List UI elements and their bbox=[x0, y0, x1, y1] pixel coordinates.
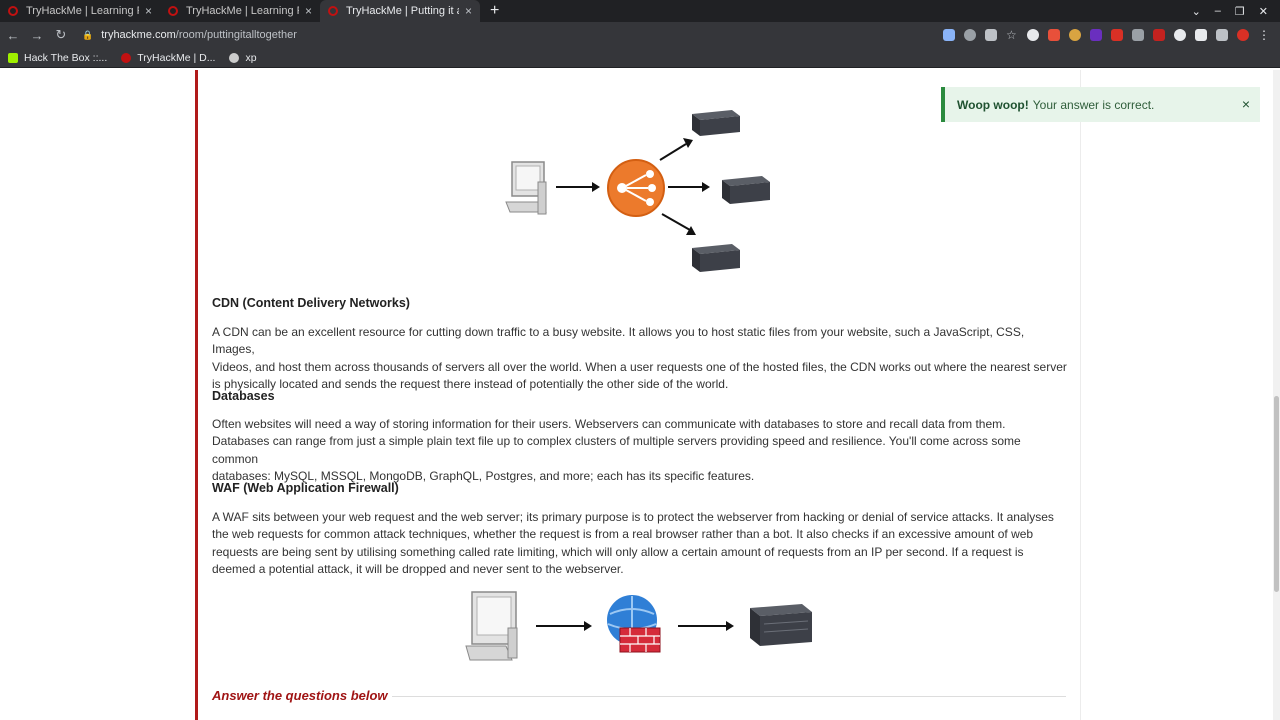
server-icon bbox=[750, 604, 812, 646]
address-bar[interactable]: 🔒 tryhackme.com /room/puttingitalltogeth… bbox=[82, 24, 902, 46]
paragraph-cdn: A CDN can be an excellent resource for c… bbox=[212, 324, 1068, 394]
task-accent-border bbox=[195, 70, 198, 720]
page-viewport: CDN (Content Delivery Networks) A CDN ca… bbox=[0, 70, 1280, 720]
reading-list-icon[interactable] bbox=[1216, 29, 1228, 41]
account-avatar-icon[interactable] bbox=[1237, 29, 1249, 41]
text-line: the web requests for common attack techn… bbox=[212, 527, 1034, 542]
bookmark-hackthebox[interactable]: Hack The Box ::... bbox=[8, 52, 107, 64]
server-icon bbox=[722, 176, 770, 204]
paragraph-waf: A WAF sits between your web request and … bbox=[212, 509, 1068, 579]
arrow-icon bbox=[661, 213, 696, 235]
client-computer-icon bbox=[465, 591, 518, 661]
client-computer-icon bbox=[505, 161, 547, 215]
tab-close-icon[interactable]: × bbox=[464, 4, 472, 18]
tryhackme-favicon-icon bbox=[328, 6, 338, 16]
bookmark-tryhackme[interactable]: TryHackMe | D... bbox=[121, 52, 215, 64]
bookmark-label: TryHackMe | D... bbox=[137, 51, 216, 64]
tab-title: TryHackMe | Learning Pat bbox=[186, 5, 299, 17]
url-path: /room/puttingitalltogether bbox=[175, 29, 297, 41]
text-line: Databases can range from just a simple p… bbox=[212, 434, 1021, 466]
tab-search-chevron-icon[interactable]: ⌄ bbox=[1191, 5, 1201, 18]
paragraph-databases: Often websites will need a way of storin… bbox=[212, 416, 1068, 486]
toast-close-icon[interactable]: × bbox=[1241, 96, 1250, 112]
browser-tab-2[interactable]: TryHackMe | Learning Pat × bbox=[160, 0, 320, 22]
tab-close-icon[interactable]: × bbox=[144, 4, 152, 18]
bookmark-xp[interactable]: xp bbox=[229, 51, 257, 64]
waf-diagram bbox=[465, 591, 812, 661]
extension-ublock-icon[interactable] bbox=[1153, 29, 1165, 41]
tab-title: TryHackMe | Learning Pat bbox=[26, 5, 139, 17]
bookmark-label: xp bbox=[245, 51, 257, 64]
load-balancer-diagram bbox=[505, 110, 770, 272]
settings-gear-icon[interactable] bbox=[1027, 29, 1039, 41]
text-line: is physically located and sends the requ… bbox=[212, 377, 729, 392]
web-application-firewall-icon bbox=[607, 595, 661, 653]
browser-tab-1[interactable]: TryHackMe | Learning Pat × bbox=[0, 0, 160, 22]
translate-icon[interactable] bbox=[943, 29, 955, 41]
text-line: deemed a potential attack, it will be dr… bbox=[212, 562, 624, 577]
toast-strong-text: Woop woop! bbox=[957, 97, 1029, 112]
new-tab-button[interactable]: + bbox=[490, 2, 500, 19]
text-line: Often websites will need a way of storin… bbox=[212, 417, 1006, 431]
content-right-divider bbox=[1080, 70, 1081, 720]
tryhackme-favicon-icon bbox=[8, 6, 18, 16]
tab-close-icon[interactable]: × bbox=[304, 4, 312, 18]
text-line: databases: MySQL, MSSQL, MongoDB, GraphQ… bbox=[212, 469, 755, 484]
hackthebox-cube-icon bbox=[8, 52, 18, 63]
section-title-cdn: CDN (Content Delivery Networks) bbox=[212, 296, 410, 310]
send-icon[interactable] bbox=[985, 29, 997, 41]
extension-gray-icon[interactable] bbox=[1132, 29, 1144, 41]
close-window-icon[interactable]: ✕ bbox=[1258, 5, 1268, 18]
extension-red-icon[interactable] bbox=[1111, 29, 1123, 41]
text-line: A CDN can be an excellent resource for c… bbox=[212, 325, 1025, 357]
heading-divider bbox=[392, 696, 1066, 697]
extension-icons: ☆ ⋮ bbox=[943, 22, 1270, 48]
globe-icon bbox=[229, 52, 240, 63]
browser-tabbar: TryHackMe | Learning Pat × TryHackMe | L… bbox=[0, 0, 1280, 22]
restore-icon[interactable]: ❐ bbox=[1234, 5, 1245, 18]
back-icon[interactable]: ← bbox=[6, 27, 20, 43]
arrow-icon bbox=[678, 621, 734, 631]
profile-avatar-icon[interactable] bbox=[1174, 29, 1186, 41]
window-controls: ⌄ – ❐ ✕ bbox=[1192, 0, 1280, 22]
server-icon bbox=[692, 110, 740, 136]
bookmarks-bar: Hack The Box ::... TryHackMe | D... xp bbox=[0, 48, 1280, 68]
extension-puzzle-icon[interactable] bbox=[1195, 29, 1207, 41]
extension-cookie-icon[interactable] bbox=[1069, 29, 1081, 41]
forward-icon[interactable]: → bbox=[30, 27, 44, 43]
text-line: Videos, and host them across thousands o… bbox=[212, 359, 1067, 374]
bookmark-star-icon[interactable]: ☆ bbox=[1006, 28, 1017, 42]
zoom-icon[interactable] bbox=[964, 29, 976, 41]
bookmark-label: Hack The Box ::... bbox=[24, 51, 108, 64]
tryhackme-favicon-icon bbox=[168, 6, 178, 16]
section-title-databases: Databases bbox=[212, 389, 275, 403]
menu-kebab-icon[interactable]: ⋮ bbox=[1258, 28, 1270, 42]
load-balancer-icon bbox=[607, 159, 665, 217]
text-line: requests are being sent by utilising som… bbox=[212, 544, 1024, 559]
reload-icon[interactable]: ↻ bbox=[55, 27, 67, 42]
url-host: tryhackme.com bbox=[101, 29, 176, 41]
answer-questions-heading: Answer the questions below bbox=[212, 688, 388, 703]
arrow-icon bbox=[536, 621, 592, 631]
lock-icon[interactable]: 🔒 bbox=[82, 29, 94, 40]
text-line: A WAF sits between your web request and … bbox=[212, 510, 1054, 524]
minimize-icon[interactable]: – bbox=[1214, 5, 1221, 17]
scrollbar-thumb[interactable] bbox=[1274, 396, 1279, 592]
extension-fox-icon[interactable] bbox=[1048, 29, 1060, 41]
browser-toolbar: ← → ↻ 🔒 tryhackme.com /room/puttingitall… bbox=[0, 22, 1280, 48]
toast-message: Your answer is correct. bbox=[1032, 97, 1155, 112]
server-icon bbox=[692, 244, 740, 272]
tab-title: TryHackMe | Putting it all bbox=[346, 5, 459, 17]
page-scrollbar[interactable] bbox=[1273, 70, 1280, 720]
tryhackme-icon bbox=[121, 52, 132, 63]
browser-tab-3-active[interactable]: TryHackMe | Putting it all × bbox=[320, 0, 480, 22]
section-title-waf: WAF (Web Application Firewall) bbox=[212, 481, 399, 495]
arrow-icon bbox=[668, 182, 710, 192]
success-toast: Woop woop! Your answer is correct. × bbox=[941, 87, 1260, 122]
extension-purple-icon[interactable] bbox=[1090, 29, 1102, 41]
arrow-icon bbox=[659, 138, 693, 161]
arrow-icon bbox=[556, 182, 600, 192]
